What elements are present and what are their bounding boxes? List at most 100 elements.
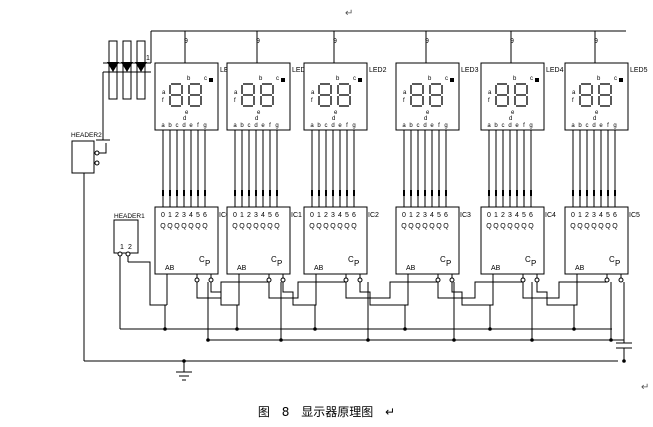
segment-letter: a <box>572 90 576 96</box>
segment-letter: e <box>595 110 599 116</box>
ic-output-pin: 6 <box>352 212 356 219</box>
junction-dot <box>530 338 534 342</box>
cascade-wire <box>451 274 494 306</box>
led-segment-pin: c <box>417 123 420 129</box>
segment-letter: c <box>353 76 356 82</box>
resistor-icon <box>509 190 511 196</box>
header-pin-label: 2 <box>128 244 132 251</box>
ic-clock-label: C <box>348 255 354 264</box>
ic-output-pin: 4 <box>189 212 193 219</box>
segment-letter: b <box>336 76 340 82</box>
resistor-icon <box>318 190 320 196</box>
ic-output-label: Q <box>570 223 576 230</box>
diode-column <box>108 40 118 100</box>
resistor-icon <box>197 190 199 196</box>
caption-title: 显示器原理图 <box>301 405 374 419</box>
ic-output-label: Q <box>195 223 201 230</box>
terminal-pin <box>194 277 200 283</box>
led-segment-pin: d <box>182 123 185 129</box>
segment-letter: f <box>234 98 236 104</box>
led-segment-pin: a <box>571 123 575 129</box>
led-segment-pin: g <box>203 123 206 129</box>
ic-clock-label: P <box>205 259 210 268</box>
led-segment-pin: g <box>613 123 616 129</box>
segment-letter: d <box>183 116 186 122</box>
paragraph-mark-icon: ↵ <box>641 382 650 393</box>
segment-letter: d <box>593 116 596 122</box>
led-segment-pin: c <box>586 123 589 129</box>
ic-output-label: Q <box>591 223 597 230</box>
data-link-wire <box>522 281 607 299</box>
segment-letter: c <box>276 76 279 82</box>
ic-output-pin: 3 <box>331 212 335 219</box>
terminal-pin <box>357 277 363 283</box>
segment-letter: f <box>572 98 574 104</box>
ic-output-label: Q <box>309 223 315 230</box>
resistor-icon <box>495 190 497 196</box>
ic-output-pin: 1 <box>240 212 244 219</box>
terminal-pin <box>117 251 123 257</box>
terminal-pin <box>604 277 610 283</box>
segment-letter: c <box>614 76 617 82</box>
led-segment-pin: b <box>317 123 321 129</box>
ic-output-pin: 6 <box>529 212 533 219</box>
ic-output-label: Q <box>160 223 166 230</box>
ic-output-label: Q <box>493 223 499 230</box>
ic-output-label: Q <box>422 223 428 230</box>
led-segment-pin: b <box>494 123 498 129</box>
resistor-icon <box>593 190 595 196</box>
ic-output-label: Q <box>436 223 442 230</box>
terminal-pin <box>208 277 214 283</box>
ic-clock-label: C <box>440 255 446 264</box>
ic-output-pin: 6 <box>203 212 207 219</box>
terminal-pin <box>618 277 624 283</box>
ic-output-pin: 3 <box>182 212 186 219</box>
led-segment-pin: f <box>269 123 271 129</box>
ic-output-pin: 0 <box>161 212 165 219</box>
segment-letter: d <box>424 116 427 122</box>
led-pin-label: 9 <box>333 38 337 45</box>
led-segment-pin: f <box>523 123 525 129</box>
ic-label: IC4 <box>545 212 556 219</box>
circuit-parts: 9LED0bceafdabcdefg0123456QQQQQQQIC0ABCP9… <box>71 38 648 363</box>
ic-output-pin: 1 <box>409 212 413 219</box>
resistor-icon <box>262 190 264 196</box>
segment-letter: d <box>509 116 512 122</box>
ic-output-pin: 1 <box>494 212 498 219</box>
led-label: LED2 <box>369 67 387 74</box>
led-segment-pin: b <box>578 123 582 129</box>
led-label: LED1 <box>292 67 310 74</box>
segment-letter: e <box>511 110 515 116</box>
input-header-label: HEADER1 <box>114 213 145 220</box>
ic-output-label: Q <box>584 223 590 230</box>
ic-output-pin: 6 <box>275 212 279 219</box>
segment-letter: d <box>255 116 258 122</box>
ic-output-pin: 4 <box>515 212 519 219</box>
ic-output-pin: 2 <box>416 212 420 219</box>
segment-letter: c <box>530 76 533 82</box>
terminal-pin <box>435 277 441 283</box>
decoder-ic <box>154 206 219 275</box>
resistor-icon <box>614 190 616 196</box>
caption-figure-number: 8 <box>281 405 290 419</box>
junction-dot <box>182 359 186 363</box>
resistor-icon <box>516 190 518 196</box>
ic-output-label: Q <box>323 223 329 230</box>
led-segment-pin: c <box>248 123 251 129</box>
led-pin-label: 9 <box>184 38 188 45</box>
ic-clock-label: P <box>354 259 359 268</box>
led-segment-pin: f <box>438 123 440 129</box>
decimal-point-icon <box>619 78 623 82</box>
cascade-wire <box>359 274 409 306</box>
led-segment-pin: d <box>508 123 511 129</box>
segment-letter: b <box>187 76 191 82</box>
ic-input-label: AB <box>491 265 501 272</box>
ic-output-label: Q <box>605 223 611 230</box>
ic-output-pin: 0 <box>402 212 406 219</box>
ic-label: IC2 <box>368 212 379 219</box>
diode-icon <box>135 62 147 72</box>
figure-caption: 图 8 显示器原理图 ↵ <box>0 403 653 420</box>
resistor-icon <box>403 190 405 196</box>
ic-output-pin: 1 <box>317 212 321 219</box>
resistor-icon <box>488 190 490 196</box>
